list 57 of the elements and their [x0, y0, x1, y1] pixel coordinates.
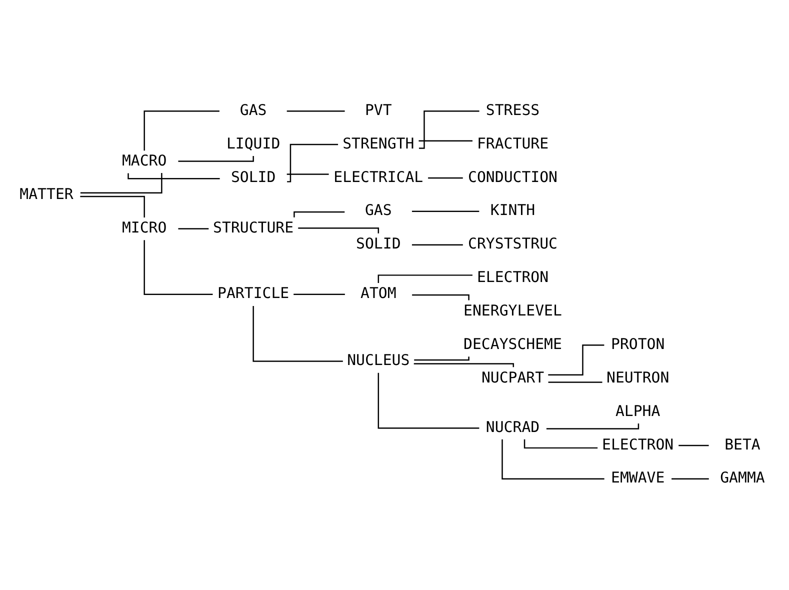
connector [672, 478, 709, 480]
node-text: PARTICLE [218, 284, 290, 302]
connector [144, 240, 213, 295]
node-text: NUCLEUS [347, 351, 410, 370]
node-text: NEUTRON [606, 368, 670, 386]
node-text: CONDUCTION [468, 168, 558, 186]
node-text: ALPHA [615, 402, 660, 420]
connector [412, 210, 480, 212]
connector [414, 356, 470, 361]
node-text: STRUCTURE [213, 218, 294, 237]
connector [418, 110, 480, 149]
connector [80, 173, 162, 194]
connector [287, 144, 338, 182]
connector [144, 110, 220, 151]
connector [286, 110, 345, 112]
connector [128, 173, 220, 180]
connector [294, 211, 345, 218]
connector [502, 439, 604, 480]
node-text: MATTER [20, 185, 74, 204]
connector [80, 196, 145, 218]
node-text: EMWAVE [611, 468, 665, 487]
node-text: CRYSTSTRUC [468, 234, 558, 253]
node-text: FRACTURE [476, 134, 549, 152]
node-text: DECAYSCHEME [464, 334, 562, 353]
connector [286, 174, 329, 175]
node-text: SOLID [230, 168, 276, 186]
node-text: ELECTRICAL [334, 168, 424, 186]
connector [178, 228, 209, 230]
node-text: LIQUID [226, 134, 280, 152]
connector [428, 177, 463, 179]
connector [378, 372, 480, 429]
connector [414, 363, 514, 368]
connector [548, 382, 602, 383]
connector [412, 244, 463, 246]
node-text: PROTON [611, 334, 665, 353]
connector [252, 306, 343, 362]
node-text: ATOM [360, 284, 396, 302]
connector [548, 344, 604, 376]
node-text: STRENGTH [342, 134, 414, 152]
connector [678, 444, 709, 446]
node-text: BETA [724, 435, 760, 454]
node-text: KINTH [490, 201, 536, 220]
node-text: ELECTRON [602, 435, 674, 454]
node-text: MICRO [122, 218, 167, 237]
node-text: ENERGYLEVEL [464, 302, 562, 320]
node-text: GAMMA [720, 468, 765, 487]
node-text: SOLID [356, 234, 401, 253]
node-text: GAS [364, 201, 392, 220]
node-text: ELECTRON [476, 268, 549, 286]
node-text: NUCRAD [486, 418, 540, 436]
node-text: NUCPART [481, 368, 544, 386]
node-text: GAS [240, 100, 267, 119]
connector [294, 294, 345, 295]
node-text: MACRO [122, 152, 167, 170]
node-text: STRESS [486, 100, 540, 119]
node-text: PVT [364, 100, 392, 119]
connector [418, 140, 472, 142]
